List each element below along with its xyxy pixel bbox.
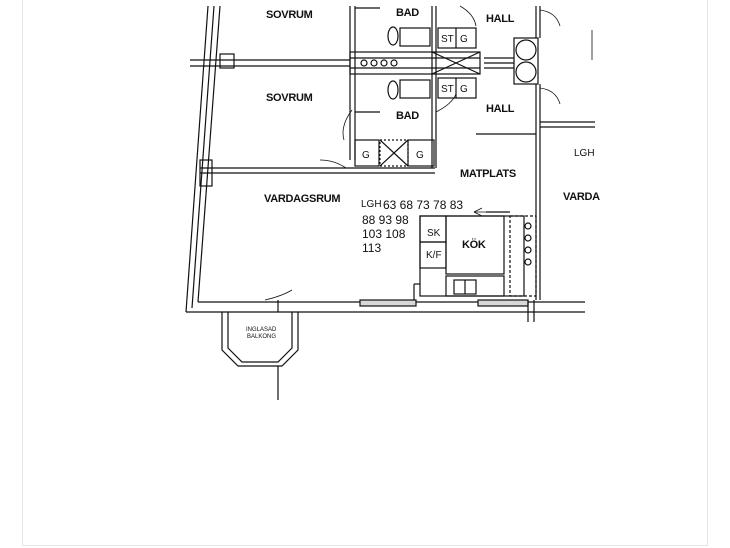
room-label-bad-1: BAD — [396, 7, 419, 19]
balcony-label-line-1: INGLASAD — [246, 327, 277, 333]
fixture-g-left: G — [362, 150, 370, 161]
room-label-bad-2: BAD — [396, 110, 419, 122]
door-swings — [264, 5, 593, 301]
apartment-numbers-row-4: 113 — [362, 241, 381, 255]
fixture-sk: SK — [427, 228, 441, 239]
walls — [185, 5, 595, 400]
fixture-g-right: G — [416, 150, 424, 161]
room-label-hall-2: HALL — [486, 103, 515, 115]
fixture-g-1: G — [460, 34, 468, 45]
lgh-label-right: LGH — [574, 148, 595, 159]
fixture-st-2: ST — [441, 84, 454, 95]
room-label-hall-1: HALL — [486, 13, 515, 25]
apartment-numbers-row-1: 63 68 73 78 83 — [383, 198, 463, 212]
fixture-kf: K/F — [426, 250, 442, 261]
page-frame — [22, 0, 708, 546]
room-label-matplats: MATPLATS — [460, 168, 516, 180]
apartment-numbers-row-3: 103 108 — [362, 227, 406, 241]
fixture-g-2: G — [460, 84, 468, 95]
room-label-vardagsrum-right: VARDA — [563, 191, 600, 203]
room-label-kok: KÖK — [462, 238, 486, 251]
balcony-label-line-2: BALKONG — [247, 334, 276, 340]
room-label-sovrum-1: SOVRUM — [266, 9, 313, 21]
apartment-lgh-label: LGH — [361, 199, 382, 210]
apartment-numbers-row-2: 88 93 98 — [362, 213, 409, 227]
room-label-vardagsrum: VARDAGSRUM — [264, 193, 340, 205]
room-label-sovrum-2: SOVRUM — [266, 92, 313, 104]
fixture-st-1: ST — [441, 34, 454, 45]
